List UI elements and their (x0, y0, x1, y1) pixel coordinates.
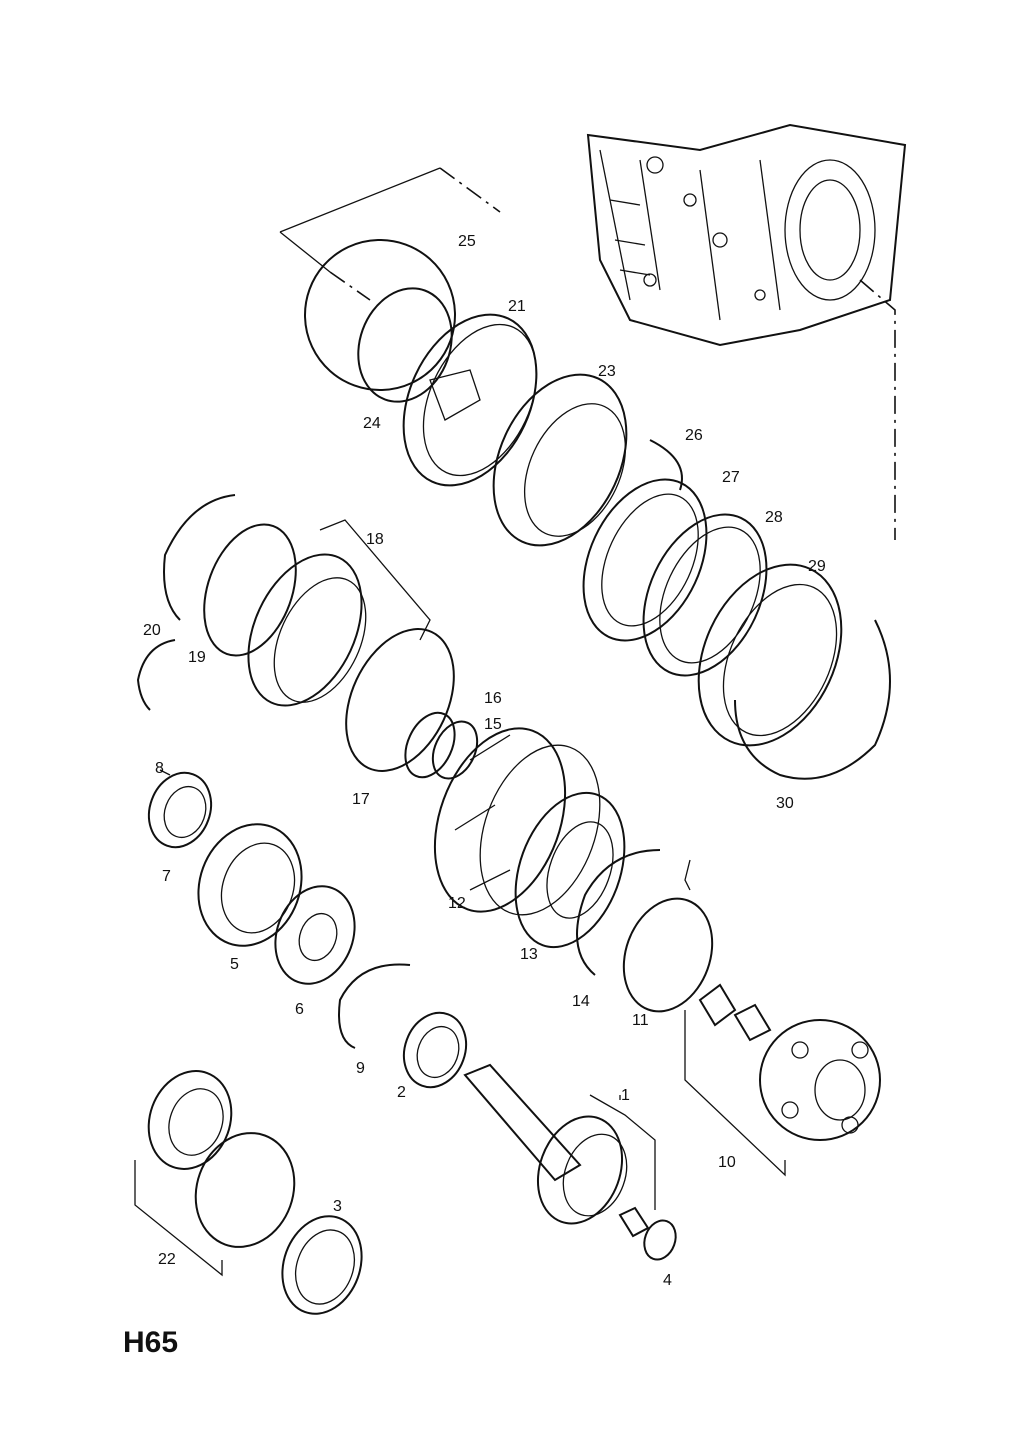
callout-7: 7 (162, 868, 171, 885)
part-26-snap-ring (649, 439, 683, 491)
callout-20: 20 (143, 622, 161, 639)
part-25-snap-ring (304, 239, 456, 391)
part-13-ring-gear (514, 791, 626, 949)
callout-15: 15 (484, 716, 502, 733)
callout-3: 3 (333, 1198, 342, 1215)
callout-labels: 1 2 3 4 5 6 7 8 9 10 11 12 13 14 15 16 1… (143, 233, 826, 1289)
callout-17: 17 (352, 791, 370, 808)
part-11-ring (622, 897, 714, 1013)
part-12-drum (433, 727, 601, 916)
part-10-planet-carrier (759, 1019, 881, 1141)
callout-8: 8 (155, 760, 164, 777)
part-1-output-shaft (463, 1063, 628, 1225)
part-19-ring (203, 523, 297, 657)
part-22-bearing (147, 1070, 296, 1248)
callout-13: 13 (520, 946, 538, 963)
callout-25: 25 (458, 233, 476, 250)
part-9-snap-ring (338, 963, 411, 1049)
callout-30: 30 (776, 795, 794, 812)
callout-27: 27 (722, 469, 740, 486)
part-7-bearing-race (147, 771, 213, 849)
callout-21: 21 (508, 298, 526, 315)
reference-code: H65 (123, 1326, 178, 1359)
callout-11: 11 (632, 1012, 649, 1029)
callout-18: 18 (366, 531, 384, 548)
part-23-piston (492, 373, 628, 547)
part-27-clutch-plate (582, 478, 708, 642)
callout-2: 2 (397, 1084, 406, 1101)
leader-lines (159, 769, 621, 1100)
part-6-thrust-washer (274, 885, 356, 985)
part-17-ring (345, 628, 455, 772)
part-29-clutch-plate (697, 563, 843, 747)
centre-lines (329, 167, 896, 540)
callout-10: 10 (718, 1154, 736, 1171)
callout-1: 1 (621, 1087, 630, 1104)
part-20-snap-ring (163, 494, 236, 621)
callout-19: 19 (188, 649, 206, 666)
part-2-bearing-race (402, 1011, 468, 1089)
part-14-snap-ring (576, 849, 661, 976)
callout-23: 23 (598, 363, 616, 380)
callout-22: 22 (158, 1251, 176, 1268)
part-5-sprag-gear (197, 823, 303, 947)
callout-16: 16 (484, 690, 502, 707)
callout-14: 14 (572, 993, 590, 1010)
part-18-clutch-assembly (247, 553, 367, 707)
part-8-snap-ring (136, 639, 176, 711)
callout-28: 28 (765, 509, 783, 526)
callout-26: 26 (685, 427, 703, 444)
callout-4: 4 (663, 1272, 672, 1289)
part-30-snap-ring (734, 619, 891, 780)
callout-9: 9 (356, 1060, 365, 1077)
part-3-needle-bearing (281, 1215, 363, 1315)
part-16-seal-ring (404, 711, 456, 779)
callout-5: 5 (230, 956, 239, 973)
callout-29: 29 (808, 558, 826, 575)
callout-24: 24 (363, 415, 381, 432)
part-4-bush (618, 1206, 677, 1261)
callout-6: 6 (295, 1001, 304, 1018)
transmission-housing (586, 123, 907, 347)
callout-12: 12 (448, 895, 466, 912)
part-24-ring (357, 287, 453, 403)
part-21-clutch-drum (402, 313, 538, 487)
